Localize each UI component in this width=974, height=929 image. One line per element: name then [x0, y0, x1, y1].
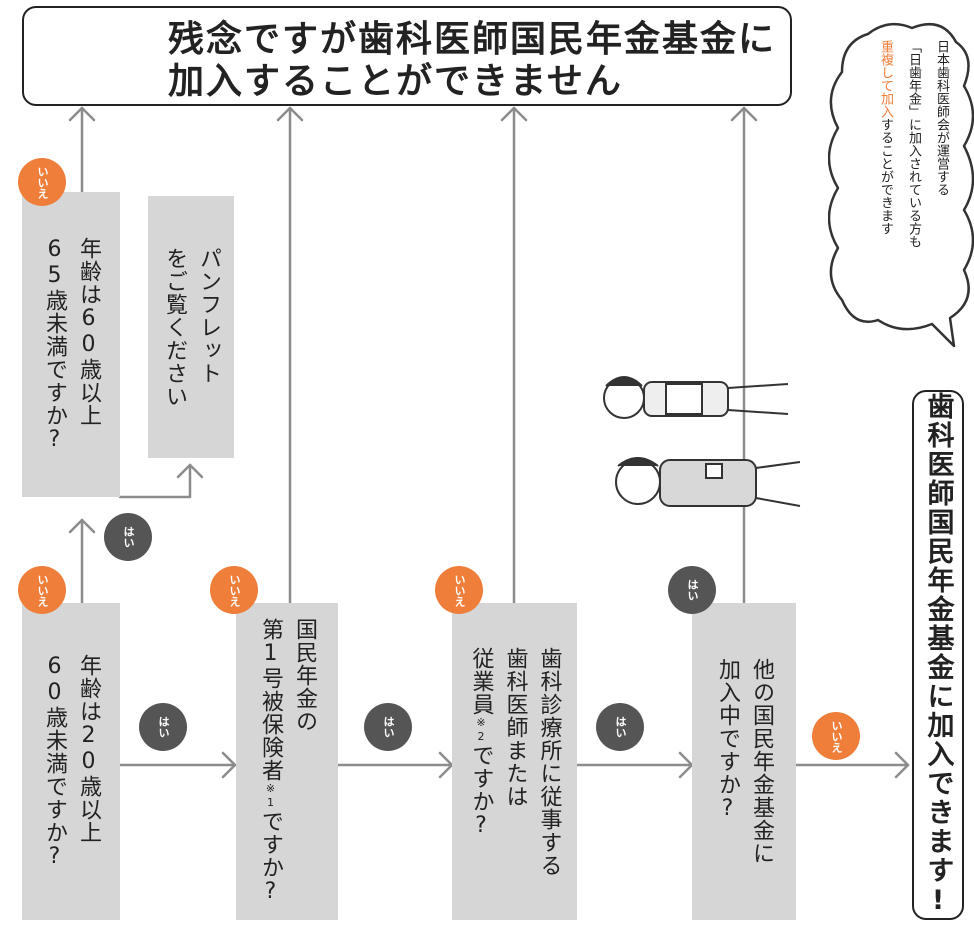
- callout-line1: 日本歯科医師会が運営する: [934, 40, 949, 196]
- arrowhead-q1-up: [68, 518, 96, 534]
- question-dental-clinic: 歯科診療所に従事する 歯科医師または 従業員※2ですか?: [452, 603, 577, 920]
- staff-illustration: [603, 376, 801, 507]
- badge-no: いいえ: [18, 158, 66, 206]
- question-pension-type-text: 国民年金の 第1号被保険者※1ですか?: [253, 618, 321, 905]
- eligible-text: 歯科医師国民年金基金に加入できます!: [922, 392, 954, 918]
- ineligible-result-box: 残念ですが歯科医師国民年金基金に 加入することができません: [22, 6, 792, 106]
- badge-no: いいえ: [210, 566, 258, 614]
- question-dental-clinic-text: 歯科診療所に従事する 歯科医師または 従業員※2ですか?: [464, 647, 566, 877]
- badge-no: いいえ: [18, 566, 66, 614]
- q3-note: ※1: [264, 782, 277, 810]
- callout-line2: 「日歯年金」に加入されている方も: [906, 40, 921, 248]
- pamphlet-text: パンフレット をご覧ください: [162, 246, 221, 408]
- callout-text: 日本歯科医師会が運営する 「日歯年金」に加入されている方も 重複して加入すること…: [868, 40, 958, 350]
- q4-line2: 歯科医師または: [502, 646, 528, 808]
- q3-line2a: 第1号被保険者: [258, 618, 283, 782]
- question-age-20-60-text: 年齢は20歳以上 60歳未満ですか?: [42, 653, 101, 870]
- callout-cloud: [828, 22, 974, 348]
- ineligible-line1: 残念ですが歯科医師国民年金基金に: [168, 19, 777, 60]
- badge-yes: はい: [104, 513, 152, 561]
- badge-no: いいえ: [435, 566, 483, 614]
- q4-line3a: 従業員: [468, 646, 494, 716]
- q3-line2b: ですか?: [258, 810, 283, 905]
- q4-line1: 歯科診療所に従事する: [536, 646, 562, 877]
- badge-yes: はい: [668, 566, 716, 614]
- question-age-60-65: 年齢は60歳以上 65歳未満ですか?: [22, 192, 120, 497]
- badge-yes: はい: [364, 703, 412, 751]
- badge-yes: はい: [139, 703, 187, 751]
- question-pension-type: 国民年金の 第1号被保険者※1ですか?: [236, 603, 338, 920]
- callout-highlight: 重複して加入: [878, 40, 893, 118]
- question-other-fund-text: 他の国民年金基金に 加入中ですか?: [715, 658, 774, 865]
- question-age-20-60: 年齢は20歳以上 60歳未満ですか?: [22, 603, 120, 920]
- pamphlet-box: パンフレット をご覧ください: [148, 196, 234, 458]
- callout-line3: 重複して加入することができます: [874, 40, 896, 350]
- question-other-fund: 他の国民年金基金に 加入中ですか?: [692, 603, 796, 920]
- ineligible-line2: 加入することができません: [168, 61, 623, 102]
- callout-line3-rest: することができます: [878, 118, 893, 235]
- q4-note: ※2: [474, 715, 488, 744]
- q3-line1: 国民年金の: [292, 618, 317, 733]
- badge-no: いいえ: [812, 712, 860, 760]
- question-age-60-65-text: 年齢は60歳以上 65歳未満ですか?: [42, 236, 101, 453]
- q4-line3b: ですか?: [468, 743, 494, 839]
- badge-yes: はい: [596, 703, 644, 751]
- eligible-result-box: 歯科医師国民年金基金に加入できます!: [912, 390, 964, 920]
